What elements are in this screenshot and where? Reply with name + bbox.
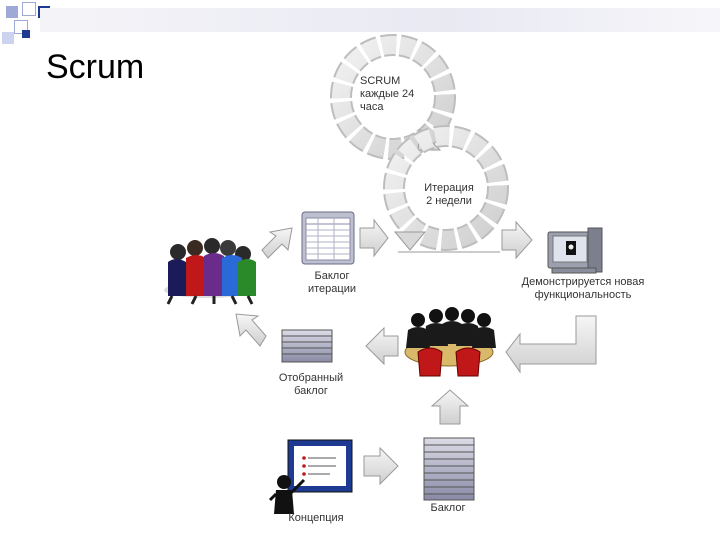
backlog-label: Баклог	[430, 502, 466, 514]
selected-backlog-label: Отобранный баклог	[278, 372, 344, 397]
scrum-cycle-label: SCRUM каждые 24 часа	[360, 75, 415, 113]
backlog-stack-icon	[423, 437, 475, 501]
arrow-to-iteration	[359, 218, 389, 258]
concept-label: Концепция	[288, 512, 344, 524]
iteration-backlog-label: Баклог итерации	[307, 270, 356, 295]
deco-square-5	[2, 32, 14, 44]
arrow-to-iteration-backlog	[261, 227, 293, 259]
arrow-to-demo	[501, 220, 533, 260]
team-huddle-icon	[164, 238, 256, 305]
iteration-cycle-ring	[383, 125, 509, 251]
slide-title: Scrum	[46, 48, 145, 86]
arrow-backlog-up	[430, 389, 470, 425]
demo-label: Демонстрируется новая функциональность	[521, 276, 645, 301]
iteration-cycle-label: Итерация 2 недели	[424, 182, 474, 207]
arrow-to-selected-backlog	[365, 326, 399, 366]
iteration-backlog-doc-icon	[301, 211, 355, 265]
computer-icon	[547, 227, 603, 274]
concept-presenter-icon	[268, 439, 353, 514]
arrow-concept-to-backlog	[363, 446, 399, 486]
arrow-to-team	[235, 313, 267, 347]
deco-square-2	[22, 2, 36, 16]
deco-square-1	[6, 6, 18, 18]
arrow-demo-to-meeting	[505, 315, 597, 374]
header-band	[40, 8, 720, 32]
deco-square-6	[22, 30, 30, 38]
meeting-table-icon	[404, 307, 496, 377]
selected-backlog-stack-icon	[281, 329, 333, 363]
